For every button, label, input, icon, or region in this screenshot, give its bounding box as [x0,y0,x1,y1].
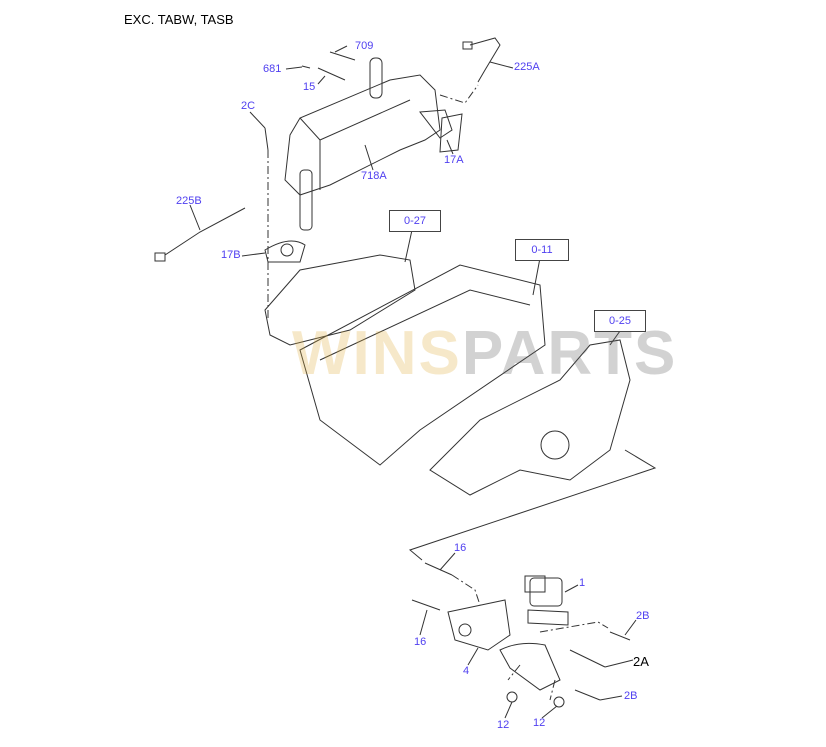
callout-2c[interactable]: 2C [241,100,256,112]
callout-4[interactable]: 4 [463,665,470,677]
callout-17b[interactable]: 17B [221,249,241,261]
nut-12a [506,691,518,703]
callout-1[interactable]: 1 [579,577,586,589]
sensor-225b [164,207,246,256]
callout-225a[interactable]: 225A [514,61,540,73]
gasket-4 [447,599,511,651]
callout-718a[interactable]: 718A [361,170,387,182]
egr-valve [499,575,569,691]
callout-2b-lower[interactable]: 2B [624,690,638,702]
callout-12-left[interactable]: 12 [497,719,510,731]
diagram-title: EXC. TABW, TASB [124,12,234,27]
reference-box-0-27[interactable]: 0-27 [389,210,441,232]
callout-709[interactable]: 709 [355,40,374,52]
nut-12b [553,696,565,708]
reference-box-0-25[interactable]: 0-25 [594,310,646,332]
gasket-17a [439,113,463,153]
callout-16-upper[interactable]: 16 [454,542,467,554]
callout-2b-upper[interactable]: 2B [636,610,650,622]
sensor-225a [469,37,501,83]
exhaust-manifold [429,339,631,496]
callout-225b[interactable]: 225B [176,195,202,207]
callout-17a[interactable]: 17A [444,154,464,166]
callout-2a[interactable]: 2A [633,654,649,669]
callout-16-lower[interactable]: 16 [414,636,427,648]
egr-cooler [284,57,453,231]
callout-12-right[interactable]: 12 [533,717,546,729]
intake-manifold [264,254,416,346]
callout-681[interactable]: 681 [263,63,282,75]
cylinder-head [299,264,546,466]
reference-box-0-11[interactable]: 0-11 [515,239,569,261]
callout-15[interactable]: 15 [303,81,316,93]
gasket-17b [264,240,306,263]
